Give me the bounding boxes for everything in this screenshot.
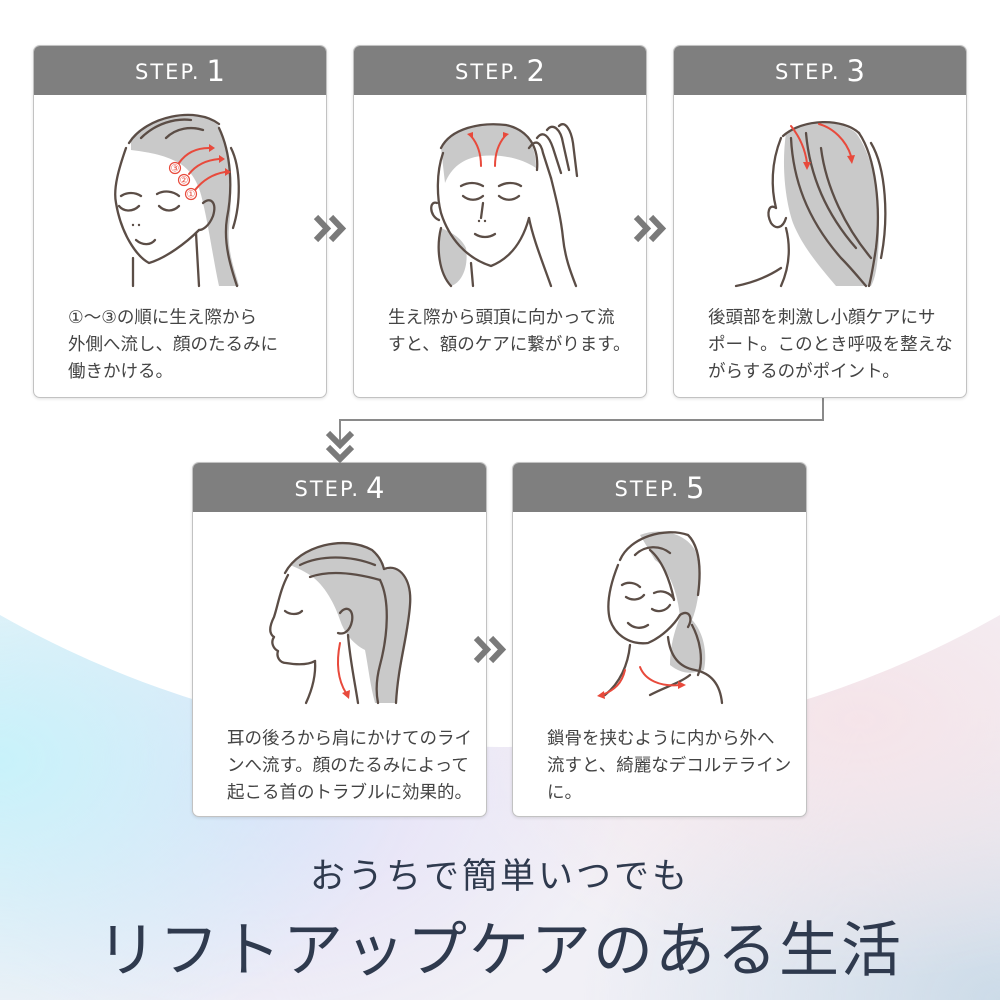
description-line: ①〜③の順に生え際から xyxy=(68,308,257,328)
description-line: 外側へ流し、顔のたるみに xyxy=(68,335,278,355)
double-chevron-down-icon xyxy=(325,430,355,464)
step-description: 後頭部を刺激し小顔ケアにサ ポート。このとき呼吸を整えな がらするのがポイント。 xyxy=(708,305,953,386)
step-card-4: STEP. 4 耳の後ろから肩にかけてのライ ンへ流す。顔のたるみによって 起こ… xyxy=(192,462,487,817)
step-card-1: STEP. 1 ③ ② ① ①〜③の順に生え際から 外側へ流し、顔の xyxy=(33,45,327,398)
step-number: 3 xyxy=(846,53,865,88)
description-line: すと、額のケアに繋がります。 xyxy=(388,335,631,355)
description-line: ンへ流す。顔のたるみによって xyxy=(227,756,469,776)
double-chevron-right-icon xyxy=(633,214,667,243)
step-number: 2 xyxy=(526,53,545,88)
illustration-neck-massage xyxy=(269,542,412,705)
step-number: 4 xyxy=(366,470,385,505)
tagline-subtitle: おうちで簡単いつでも xyxy=(309,857,690,897)
description-line: 流すと、綺麗なデコルテライン xyxy=(547,756,792,776)
step-label: STEP. xyxy=(775,59,841,84)
step-description: 生え際から頭頂に向かって流 すと、額のケアに繋がります。 xyxy=(388,305,631,359)
step-number: 1 xyxy=(206,53,225,88)
description-line: 働きかける。 xyxy=(68,362,173,382)
step-label: STEP. xyxy=(455,59,521,84)
step-number: 5 xyxy=(686,470,705,505)
description-line: に。 xyxy=(547,783,582,803)
illustration-hairline-massage: ③ ② ① xyxy=(114,113,240,288)
step-header: STEP. 1 xyxy=(34,46,326,95)
double-chevron-right-icon xyxy=(473,635,507,664)
step-label: STEP. xyxy=(614,476,681,501)
marker-1 xyxy=(184,187,198,201)
description-line: 起こる首のトラブルに効果的。 xyxy=(227,783,472,803)
marker-1-label: ① xyxy=(187,190,196,201)
description-line: がらするのがポイント。 xyxy=(708,362,900,382)
step-header: STEP. 2 xyxy=(354,46,646,95)
step-card-3: STEP. 3 後頭部を刺激し小顔ケアにサ ポート。このとき呼吸を整えな がらす… xyxy=(673,45,967,398)
step-card-5: STEP. 5 鎖骨を挟むように内から外へ 流すと、綺麗なデコルテライン に。 xyxy=(512,462,807,817)
step-description: ①〜③の順に生え際から 外側へ流し、顔のたるみに 働きかける。 xyxy=(68,305,310,386)
illustration-back-of-head-massage xyxy=(734,120,887,288)
tagline-title: リフトアップケアのある生活 xyxy=(97,916,903,986)
description-line: 後頭部を刺激し小顔ケアにサ xyxy=(708,308,936,328)
step-header: STEP. 5 xyxy=(513,463,806,512)
description-line: 耳の後ろから肩にかけてのライ xyxy=(227,729,472,749)
marker-2-label: ② xyxy=(180,176,189,187)
description-line: ポート。このとき呼吸を整えな xyxy=(708,335,953,355)
marker-3-label: ③ xyxy=(171,164,180,175)
description-line: 鎖骨を挟むように内から外へ xyxy=(547,729,775,749)
illustration-decollete-massage xyxy=(597,531,724,705)
step-header: STEP. 3 xyxy=(674,46,966,95)
step-label: STEP. xyxy=(294,476,361,501)
double-chevron-right-icon xyxy=(313,214,347,243)
marker-2 xyxy=(177,173,191,187)
illustration-forehead-massage xyxy=(430,123,579,288)
description-line: 生え際から頭頂に向かって流 xyxy=(388,308,615,328)
step-card-2: STEP. 2 生え際から頭頂に向かって流 すと、額のケアに繋がります。 xyxy=(353,45,647,398)
step-header: STEP. 4 xyxy=(193,463,486,512)
marker-3 xyxy=(168,161,182,175)
step-label: STEP. xyxy=(135,59,201,84)
step-description: 鎖骨を挟むように内から外へ 流すと、綺麗なデコルテライン に。 xyxy=(547,726,792,807)
step-description: 耳の後ろから肩にかけてのライ ンへ流す。顔のたるみによって 起こる首のトラブルに… xyxy=(227,726,472,807)
